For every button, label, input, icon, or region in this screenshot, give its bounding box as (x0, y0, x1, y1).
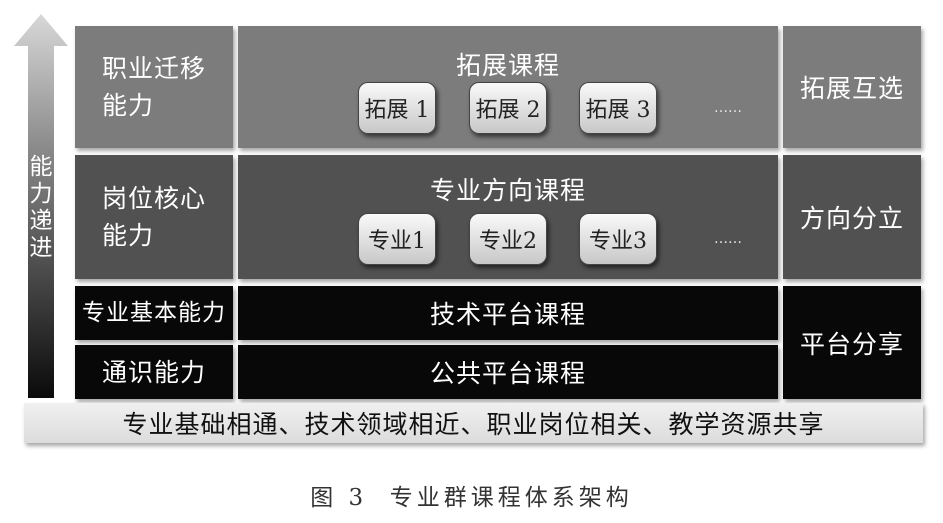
extension-3-box: 拓展 3 (579, 82, 657, 134)
major-1-box: 专业1 (358, 213, 436, 265)
foundation-text: 专业基础相通、技术领域相近、职业岗位相关、教学资源共享 (122, 410, 825, 439)
row3-title: 技术平台课程 (429, 300, 586, 329)
row4-title: 公共平台课程 (429, 359, 586, 388)
platform-share-label: 平台分享 (799, 329, 904, 359)
row2-left-cell: 岗位核心 能力 (75, 155, 233, 279)
row1-middle-cell: 拓展课程 拓展 1 拓展 2 拓展 3 …… (238, 26, 778, 148)
row3-left-label: 专业基本能力 (82, 299, 226, 326)
platform-share-cell: 平台分享 (783, 286, 921, 399)
row1-right-cell: 拓展互选 (783, 26, 921, 148)
row4-middle-cell: 公共平台课程 (238, 345, 778, 399)
ability-progression-arrow: 能力递进 (14, 14, 68, 398)
major-3-box: 专业3 (579, 213, 657, 265)
row2-right-label: 方向分立 (799, 204, 904, 233)
row1-right-label: 拓展互选 (799, 74, 904, 103)
row4-left-label: 通识能力 (101, 357, 206, 387)
row1-left-label: 职业迁移 能力 (101, 54, 206, 120)
major-2-box: 专业2 (469, 213, 547, 265)
arrow-label: 能力递进 (29, 154, 53, 261)
extension-1-box: 拓展 1 (358, 82, 436, 134)
row2-right-cell: 方向分立 (783, 155, 921, 279)
row3-left-cell: 专业基本能力 (75, 286, 233, 340)
figure-caption: 图 3 专业群课程体系架构 (310, 485, 633, 511)
row2-middle-cell: 专业方向课程 专业1 专业2 专业3 …… (238, 155, 778, 279)
row2-title: 专业方向课程 (429, 176, 586, 205)
up-arrow-icon (14, 14, 68, 398)
row2-left-label: 岗位核心 能力 (101, 184, 206, 250)
row1-title: 拓展课程 (455, 51, 560, 80)
row3-middle-cell: 技术平台课程 (238, 286, 778, 340)
foundation-bar: 专业基础相通、技术领域相近、职业岗位相关、教学资源共享 (24, 403, 923, 443)
row4-left-cell: 通识能力 (75, 345, 233, 399)
row2-ellipsis: …… (714, 231, 742, 247)
extension-2-box: 拓展 2 (469, 82, 547, 134)
row1-left-cell: 职业迁移 能力 (75, 26, 233, 148)
row1-ellipsis: …… (714, 100, 742, 116)
